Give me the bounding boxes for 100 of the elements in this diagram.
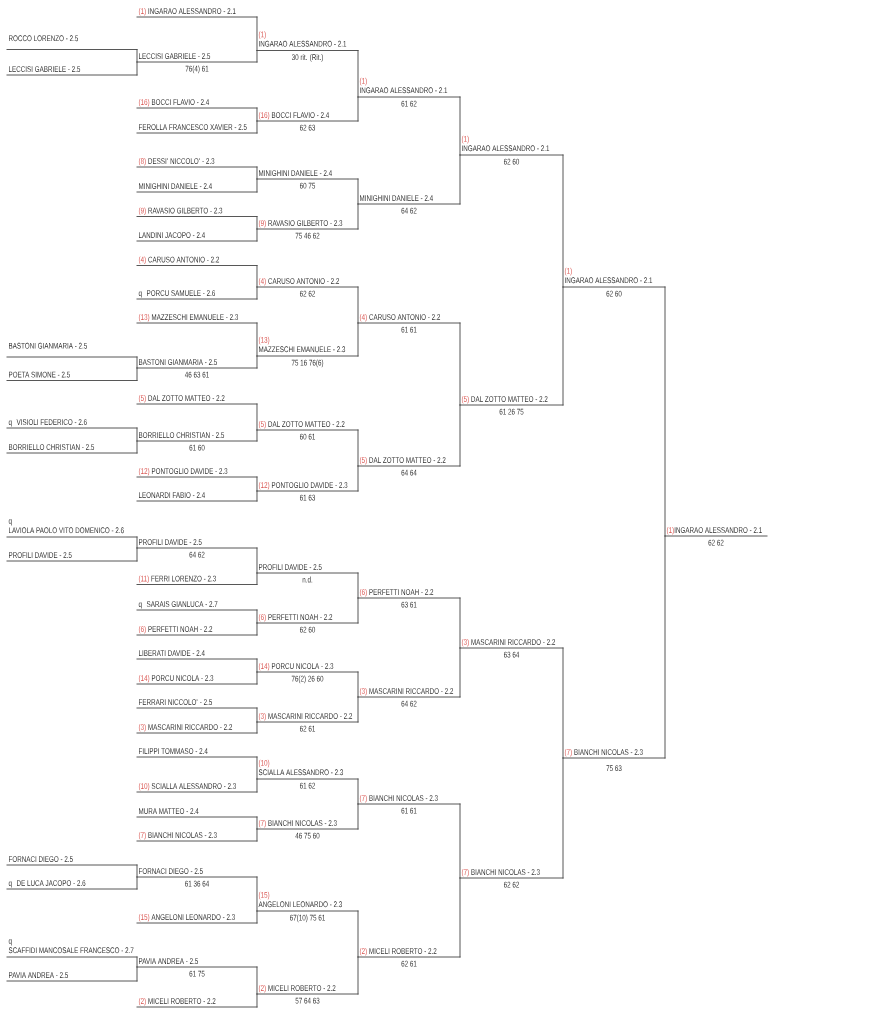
bracket-line xyxy=(357,597,359,624)
player-entry: (5) DAL ZOTTO MATTEO - 2.2 xyxy=(256,420,359,431)
bracket-line xyxy=(256,429,258,442)
player-entry: PAVIA ANDREA - 2.5 xyxy=(136,958,258,968)
player-entry: (10) SCIALLA ALESSANDRO - 2.3 xyxy=(256,759,359,780)
player-entry: POETA SIMONE - 2.5 xyxy=(6,371,138,381)
player-entry: (15) ANGELONI LEONARDO - 2.3 xyxy=(256,891,359,912)
match-score: 62 62 xyxy=(299,290,316,297)
player-entry: q PORCU SAMUELE - 2.6 xyxy=(136,290,258,300)
player-entry: LANDINI JACOPO - 2.4 xyxy=(136,232,258,242)
bracket-line xyxy=(357,803,359,830)
bracket-line xyxy=(256,107,258,122)
bracket-line xyxy=(136,864,138,878)
player-entry: (13) MAZZESCHI EMANUELE - 2.3 xyxy=(136,313,258,324)
player-entry: BASTONI GIANMARIA - 2.5 xyxy=(6,342,138,358)
player-entry: (1) INGARAO ALESSANDRO - 2.1 xyxy=(562,267,666,288)
player-entry: MINIGHINI DANIELE - 2.4 xyxy=(256,170,359,180)
player-entry: (8) DESSI' NICCOLO' - 2.3 xyxy=(136,157,258,168)
bracket-line xyxy=(136,547,138,562)
player-entry: (2) MICELI ROBERTO - 2.2 xyxy=(136,997,258,1008)
player-entry: (1) INGARAO ALESSANDRO - 2.1 xyxy=(136,7,258,18)
match-score: 64 64 xyxy=(401,469,417,476)
bracket-line xyxy=(136,367,138,381)
player-entry: (4) CARUSO ANTONIO - 2.2 xyxy=(136,256,258,266)
player-entry: (14) PORCU NICOLA - 2.3 xyxy=(136,674,258,685)
match-score: 61 62 xyxy=(401,100,417,107)
player-entry: BORRIELLO CHRISTIAN - 2.5 xyxy=(136,432,258,442)
bracket-line xyxy=(357,778,359,805)
bracket-line xyxy=(459,877,461,958)
match-score: 75 16 76(6) xyxy=(291,359,324,368)
bracket-line xyxy=(357,696,359,723)
match-score: 62 62 xyxy=(503,881,520,888)
bracket-line xyxy=(459,647,461,698)
bracket-line xyxy=(256,671,258,685)
bracket-line xyxy=(256,50,258,63)
player-entry: FORNACI DIEGO - 2.5 xyxy=(6,856,138,866)
match-score: 46 63 61 xyxy=(184,371,209,378)
bracket-line xyxy=(256,322,258,357)
bracket-line xyxy=(256,816,258,830)
player-entry: FEROLLA FRANCESCO XAVIER - 2.5 xyxy=(136,124,258,134)
bracket-line xyxy=(256,572,258,585)
player-entry: (5) DAL ZOTTO MATTEO - 2.2 xyxy=(136,394,258,405)
match-score: 62 61 xyxy=(401,960,417,967)
bracket-line xyxy=(459,404,461,467)
player-entry: (1)INGARAO ALESSANDRO - 2.1 xyxy=(664,526,768,537)
player-entry: (3) MASCARINI RICCARDO - 2.2 xyxy=(357,687,461,698)
bracket-line xyxy=(256,178,258,193)
match-score: 30 rit. (Rit.) xyxy=(291,54,323,62)
bracket-line xyxy=(459,597,461,649)
bracket-line xyxy=(256,910,258,924)
player-entry: (14) PORCU NICOLA - 2.3 xyxy=(256,662,359,673)
match-score: 61 63 xyxy=(299,494,316,501)
match-score: 61 61 xyxy=(401,807,417,814)
match-score: 63 64 xyxy=(503,651,520,658)
player-entry: (16) BOCCI FLAVIO - 2.4 xyxy=(136,98,258,109)
player-entry: (5) DAL ZOTTO MATTEO - 2.2 xyxy=(459,395,564,406)
player-entry: (6) PERFETTI NOAH - 2.2 xyxy=(357,588,461,599)
bracket-line xyxy=(256,707,258,723)
player-entry: (2) MICELI ROBERTO - 2.2 xyxy=(357,947,461,958)
player-entry: (1) INGARAO ALESSANDRO - 2.1 xyxy=(459,135,564,156)
bracket-line xyxy=(562,154,564,288)
bracket-line xyxy=(136,356,138,369)
bracket-line xyxy=(357,956,359,995)
bracket-line xyxy=(136,440,138,454)
player-entry: (16) BOCCI FLAVIO - 2.4 xyxy=(256,111,359,122)
bracket-line xyxy=(256,778,258,793)
bracket-line xyxy=(256,120,258,134)
bracket-line xyxy=(562,647,564,759)
player-entry: q SARAIS GIANLUCA - 2.7 xyxy=(136,601,258,611)
player-entry: (10) SCIALLA ALESSANDRO - 2.3 xyxy=(136,782,258,793)
match-score: 62 60 xyxy=(606,290,622,297)
bracket-line xyxy=(664,286,666,537)
player-entry: PAVIA ANDREA - 2.5 xyxy=(6,972,138,982)
bracket-line xyxy=(256,756,258,780)
player-entry: LIBERATI DAVIDE - 2.4 xyxy=(136,650,258,660)
player-entry: FERRARI NICCOLO' - 2.5 xyxy=(136,699,258,709)
match-score: 46 75 60 xyxy=(295,832,320,839)
bracket-line xyxy=(136,427,138,442)
player-entry: (3) MASCARINI RICCARDO - 2.2 xyxy=(256,712,359,723)
match-score: 67(10) 75 61 xyxy=(290,914,325,923)
player-entry: PROFILI DAVIDE - 2.5 xyxy=(136,539,258,549)
player-entry: (9) RAVASIO GILBERTO - 2.3 xyxy=(136,207,258,217)
match-score: 63 61 xyxy=(401,601,417,608)
bracket-line xyxy=(256,993,258,1008)
bracket-line xyxy=(256,609,258,624)
bracket-line xyxy=(256,622,258,636)
match-score: 60 61 xyxy=(299,433,316,440)
match-score: 61 62 xyxy=(299,782,316,789)
match-score: 57 64 63 xyxy=(295,997,320,1004)
bracket-line xyxy=(459,96,461,156)
match-score: 61 36 64 xyxy=(185,880,210,887)
player-entry: (4) CARUSO ANTONIO - 2.2 xyxy=(256,277,359,288)
bracket-line xyxy=(136,966,138,982)
bracket-line xyxy=(256,166,258,180)
player-entry: (9) RAVASIO GILBERTO - 2.3 xyxy=(256,219,359,230)
match-score: 62 63 xyxy=(299,124,316,131)
player-entry: PROFILI DAVIDE - 2.5 xyxy=(6,552,138,562)
bracket-line xyxy=(357,322,359,357)
player-entry: (6) PERFETTI NOAH - 2.2 xyxy=(136,625,258,636)
bracket-line xyxy=(357,96,359,122)
